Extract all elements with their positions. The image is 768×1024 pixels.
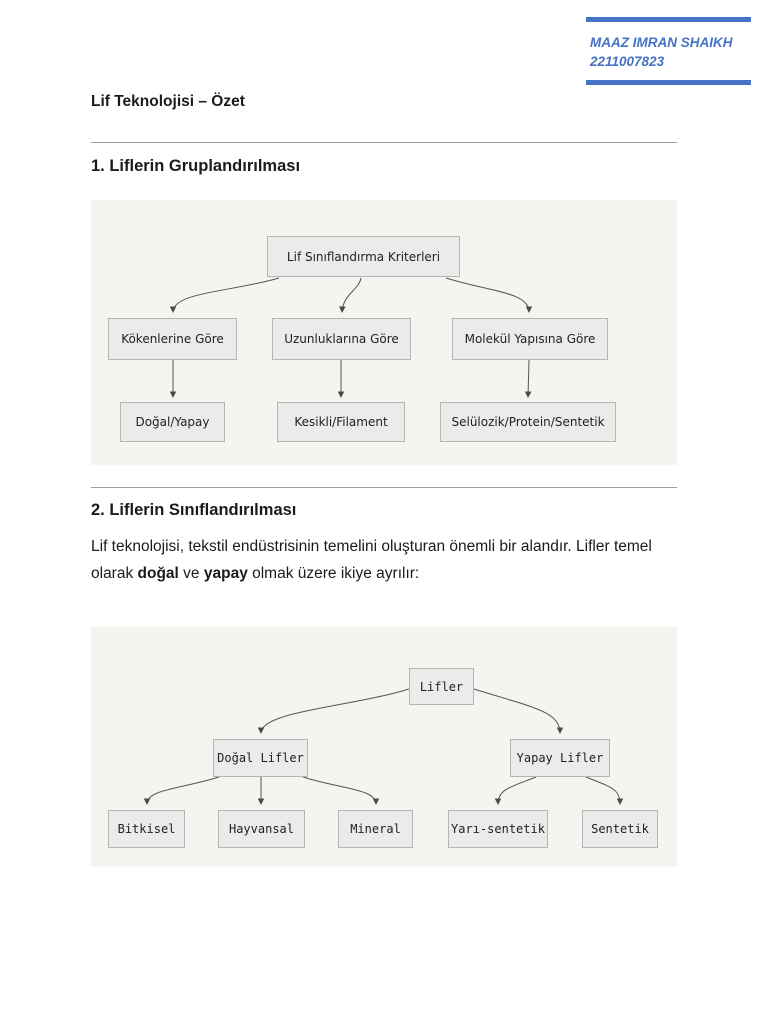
node-synthetic: Sentetik bbox=[582, 810, 658, 848]
section-2-heading: 2. Liflerin Sınıflandırılması bbox=[91, 501, 297, 519]
bold-dogal: doğal bbox=[137, 565, 179, 582]
paragraph-text: Lif teknolojisi, tekstil endüstrisinin t… bbox=[91, 538, 652, 582]
node-by-molecular-structure: Molekül Yapısına Göre bbox=[452, 318, 608, 360]
diagram1-arrows bbox=[169, 277, 533, 398]
intro-paragraph: Lif teknolojisi, tekstil endüstrisinin t… bbox=[91, 538, 652, 582]
node-by-origin: Kökenlerine Göre bbox=[108, 318, 237, 360]
section-1-heading: 1. Liflerin Gruplandırılması bbox=[91, 157, 301, 175]
bold-yapay: yapay bbox=[203, 565, 248, 582]
node-natural-artificial: Doğal/Yapay bbox=[120, 402, 225, 442]
node-fibers: Lifler bbox=[409, 668, 474, 705]
node-semi-synthetic: Yarı-sentetik bbox=[448, 810, 548, 848]
node-staple-filament: Kesikli/Filament bbox=[277, 402, 405, 442]
student-id: 2211007823 bbox=[590, 54, 665, 69]
author-box-bottom-border bbox=[586, 80, 751, 85]
node-plant-based: Bitkisel bbox=[108, 810, 185, 848]
fiber-types-diagram: Lifler Doğal Lifler Yapay Lifler Bitkise… bbox=[91, 627, 677, 867]
divider-2 bbox=[91, 487, 677, 488]
divider-1 bbox=[91, 142, 677, 143]
node-classification-criteria: Lif Sınıflandırma Kriterleri bbox=[267, 236, 460, 277]
node-cellulosic-protein-synthetic: Selülozik/Protein/Sentetik bbox=[440, 402, 616, 442]
author-box-top-border bbox=[586, 17, 751, 22]
diagram2-arrows bbox=[143, 688, 624, 805]
author-name: MAAZ IMRAN SHAIKH bbox=[590, 35, 733, 50]
author-info-box: MAAZ IMRAN SHAIKH 2211007823 bbox=[586, 17, 751, 85]
classification-criteria-diagram: Lif Sınıflandırma Kriterleri Kökenlerine… bbox=[91, 200, 677, 465]
node-by-length: Uzunluklarına Göre bbox=[272, 318, 411, 360]
node-animal-based: Hayvansal bbox=[218, 810, 305, 848]
node-mineral: Mineral bbox=[338, 810, 413, 848]
node-artificial-fibers: Yapay Lifler bbox=[510, 739, 610, 777]
node-natural-fibers: Doğal Lifler bbox=[213, 739, 308, 777]
page-title: Lif Teknolojisi – Özet bbox=[91, 93, 245, 110]
